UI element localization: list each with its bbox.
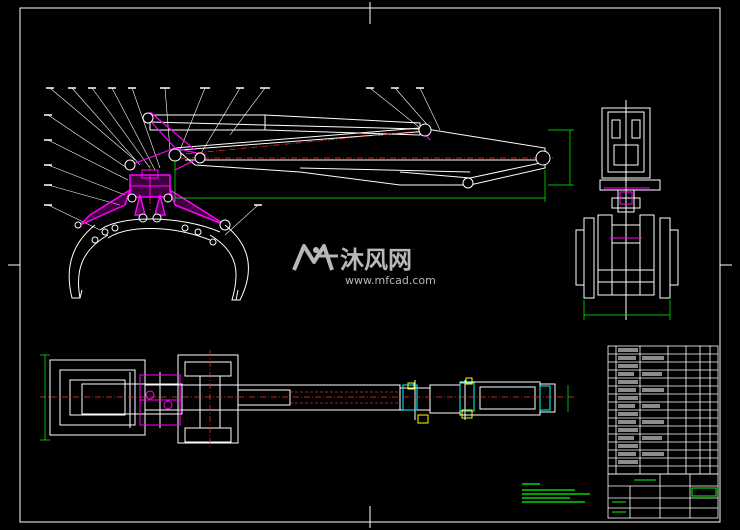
pivot-pins (124, 112, 551, 189)
drawing-frame (8, 2, 732, 528)
side-view (575, 100, 679, 320)
watermark-url: www.mfcad.com (345, 274, 436, 287)
watermark: 沐风网 www.mfcad.com (292, 244, 436, 287)
grapple-head-detail (130, 169, 170, 200)
technical-notes (522, 483, 590, 503)
top-view-centerline (40, 350, 575, 448)
mf-logo-icon (292, 244, 338, 271)
leader-tick-marks (44, 87, 424, 206)
side-view-dimensions (583, 300, 671, 320)
grapple-jaws (68, 218, 249, 301)
side-view-highlight (604, 187, 650, 239)
grapple-pins (74, 193, 231, 246)
top-view (49, 354, 556, 444)
watermark-brand: 沐风网 (340, 246, 412, 274)
title-block (607, 345, 719, 519)
top-view-hidden (290, 391, 400, 404)
top-view-highlight (139, 374, 181, 426)
linkage-highlight (129, 111, 431, 171)
leader-lines (47, 87, 441, 236)
title-block-green (612, 479, 717, 513)
front-view (44, 87, 574, 301)
top-view-yellow (407, 377, 473, 424)
hydraulic-cylinder (149, 114, 421, 136)
title-block-fill (618, 348, 664, 464)
dimension-lines (174, 129, 574, 202)
top-view-dimensions (40, 354, 569, 441)
boom-arm (173, 127, 546, 186)
